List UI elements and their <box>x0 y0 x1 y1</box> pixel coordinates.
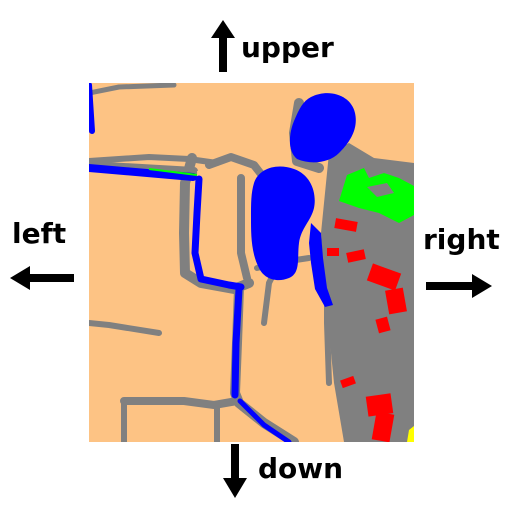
arrow-left-icon <box>10 266 74 290</box>
map-vegetation-notch <box>367 183 394 197</box>
map-building <box>365 393 394 417</box>
arrow-down-icon <box>223 444 247 498</box>
direction-label-left: left <box>12 217 67 250</box>
map-building <box>385 287 407 315</box>
map-building <box>375 316 391 334</box>
direction-label-right: right <box>423 223 500 256</box>
arrow-up-icon <box>211 20 235 72</box>
map-building <box>371 411 395 442</box>
direction-label-down: down <box>258 452 344 485</box>
map-water-features <box>251 93 356 307</box>
map-building <box>327 248 339 256</box>
segmentation-map <box>89 83 414 442</box>
map-building <box>340 375 356 389</box>
map-river-lines <box>89 83 292 442</box>
map-building <box>366 263 402 291</box>
map-green-strip <box>148 168 198 176</box>
map-building <box>334 218 358 232</box>
map-land-pocket <box>197 167 237 273</box>
arrow-right-icon <box>426 274 492 298</box>
map-lake-center <box>251 166 315 281</box>
map-road-network <box>89 83 332 442</box>
map-building <box>346 249 366 263</box>
map-lake-upper <box>289 93 356 163</box>
map-river-outlet <box>309 223 333 307</box>
map-buildings <box>327 218 407 442</box>
map-yellow-feature <box>407 426 414 442</box>
direction-label-up: upper <box>241 31 334 64</box>
